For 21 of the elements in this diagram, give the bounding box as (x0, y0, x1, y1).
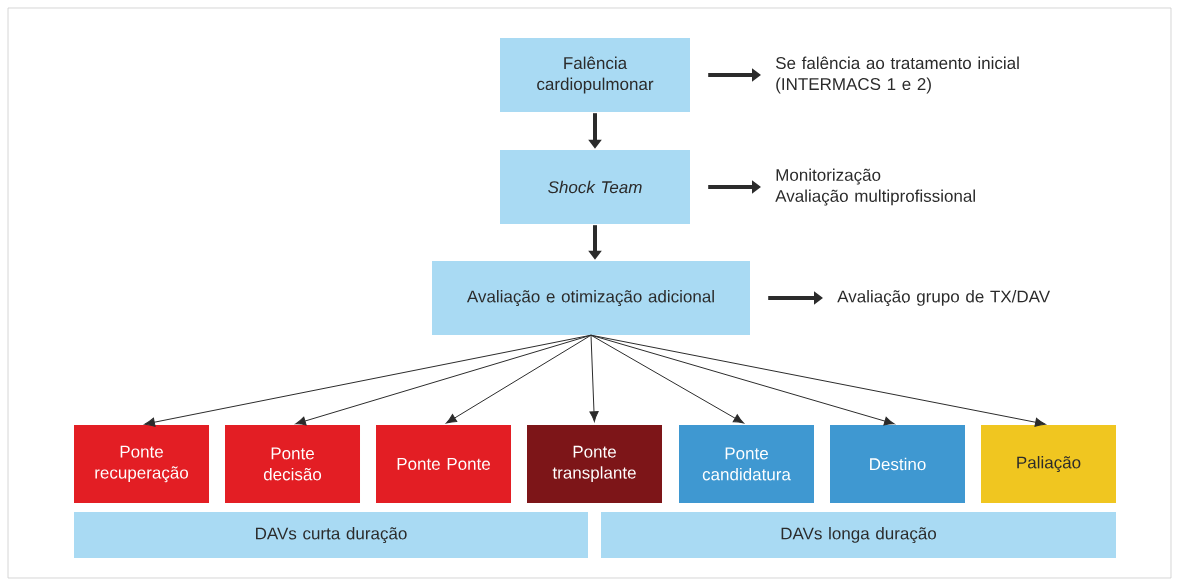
option-box: Ponte transplante (527, 425, 662, 503)
option-box: Destino (830, 425, 965, 503)
arrow (590, 334, 745, 424)
arrow (589, 334, 599, 422)
arrow (590, 334, 895, 426)
option-box: Ponte Ponte (376, 425, 511, 503)
arrow (445, 334, 592, 424)
option-box: Ponte decisão (225, 425, 360, 503)
process-box: Avaliação e otimização adicional (432, 261, 750, 335)
process-box: Falência cardiopulmonar (500, 38, 690, 112)
process-box: Shock Team (500, 150, 690, 224)
option-box: Ponte candidatura (679, 425, 814, 503)
arrow (295, 334, 592, 426)
option-box: Ponte recuperação (74, 425, 209, 503)
duration-band: DAVs curta duração (74, 512, 588, 558)
note-text: Monitorização Avaliação multiprofissional (775, 168, 975, 206)
note-text: Avaliação grupo de TX/DAV (837, 290, 1051, 306)
note-text: Se falência ao tratamento inicial (INTERMACS 1 e 2) (775, 56, 1019, 94)
duration-band: DAVs longa duração (601, 512, 1116, 558)
arrow (590, 334, 1046, 427)
option-box: Paliação (981, 425, 1116, 503)
